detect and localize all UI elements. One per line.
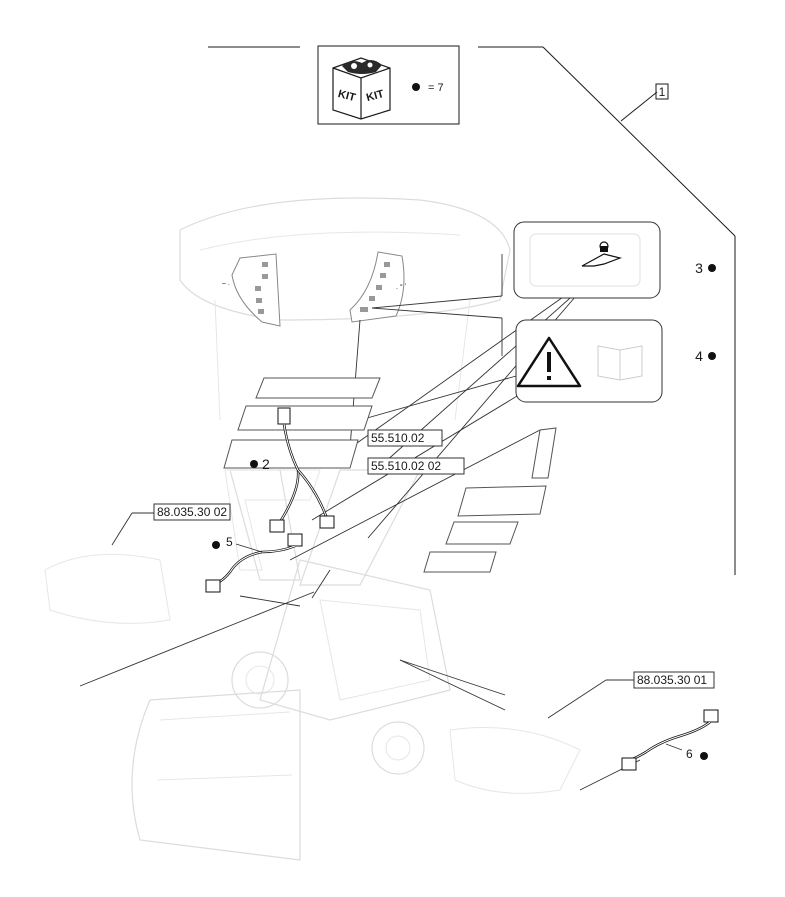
item-3-label: 3 bbox=[695, 260, 703, 276]
lock-hand-icon bbox=[581, 241, 623, 267]
ref-d-label: 88.035.30 01 bbox=[637, 673, 707, 687]
kit-box-icon: KIT KIT bbox=[332, 57, 391, 120]
assembly-outline: 1 bbox=[208, 46, 736, 575]
item-4-bullet-icon bbox=[708, 352, 716, 360]
kit-box: KIT KIT = 7 bbox=[317, 45, 460, 125]
item-2-label: 2 bbox=[262, 456, 270, 472]
ref-a-label: 55.510.02 bbox=[371, 431, 425, 445]
harness-6 bbox=[621, 709, 719, 771]
item-6-bullet-icon bbox=[700, 752, 708, 760]
svg-text:. ° ʼ: . ° ʼ bbox=[396, 283, 407, 291]
kit-quantity: = 7 bbox=[428, 82, 444, 94]
ref-box-b[interactable]: 55.510.02 02 bbox=[367, 457, 465, 475]
svg-text:– .: – . bbox=[222, 280, 230, 287]
ref-box-a[interactable]: 55.510.02 bbox=[367, 429, 443, 447]
kit-label-right: KIT bbox=[365, 88, 385, 104]
item-5-label: 5 bbox=[226, 535, 233, 549]
item-3-bullet-icon bbox=[708, 264, 716, 272]
ref-b-label: 55.510.02 02 bbox=[371, 459, 441, 473]
decal-4 bbox=[515, 319, 663, 403]
item-4-label: 4 bbox=[695, 348, 703, 364]
manual-book-icon bbox=[597, 345, 643, 381]
item-2-bullet-icon bbox=[250, 460, 258, 468]
decal-panels bbox=[223, 377, 557, 573]
harness-5 bbox=[205, 533, 303, 593]
item-5-bullet-icon bbox=[212, 541, 220, 549]
warning-triangle-icon bbox=[516, 336, 582, 388]
item-6-label: 6 bbox=[686, 747, 693, 761]
control-pod-left: – . bbox=[222, 253, 281, 327]
ref-box-d[interactable]: 88.035.30 01 bbox=[633, 671, 715, 689]
ref-c-label: 88.035.30 02 bbox=[157, 505, 227, 519]
kit-bullet-icon bbox=[412, 83, 420, 91]
harness-2 bbox=[269, 407, 335, 533]
ref-box-c[interactable]: 88.035.30 02 bbox=[153, 503, 231, 521]
kit-label-left: KIT bbox=[337, 88, 357, 104]
control-pod-right: . ° ʼ bbox=[349, 251, 407, 323]
decal-3 bbox=[513, 221, 661, 299]
assembly-ref-label: 1 bbox=[659, 85, 666, 99]
